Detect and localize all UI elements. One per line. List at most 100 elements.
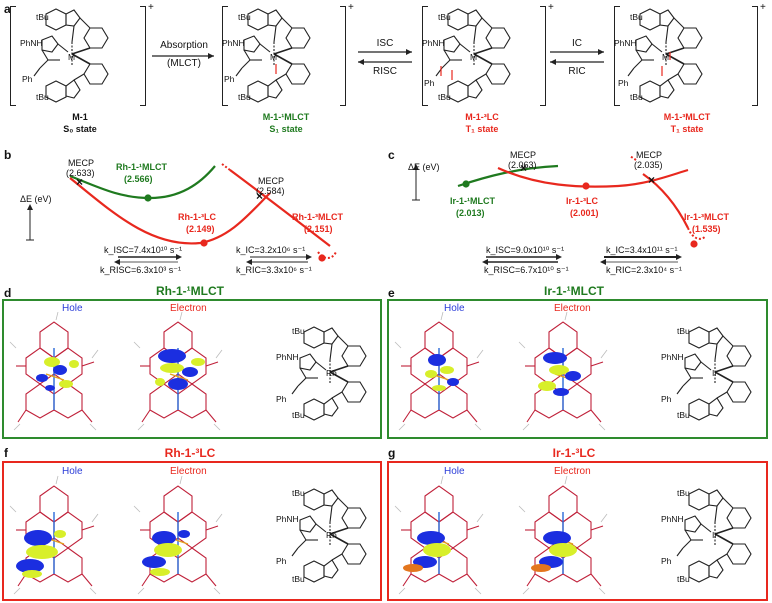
charge-plus-3: + (548, 2, 554, 13)
e-hole-lobes (425, 354, 459, 391)
b-krisc: k_RISC=6.3x10³ s⁻¹ (100, 265, 182, 275)
g-tbu-bottom: tBu (677, 574, 690, 584)
c-y-axis-label: ΔE (eV) (408, 162, 440, 172)
scheme1-metal: M (68, 52, 76, 62)
b-mecp2-label: MECP (258, 176, 285, 186)
bracket-left-1 (10, 6, 16, 106)
scheme1-ph: Ph (22, 74, 33, 84)
panel-e-box (387, 299, 768, 439)
c-mlct1-name: Ir-1-¹MLCT (450, 196, 495, 206)
ic-label: IC (572, 38, 582, 49)
f-rh: Rh (326, 530, 337, 540)
b-mecp2-value: (2.584) (256, 186, 285, 196)
svg-text:×: × (76, 175, 83, 189)
isc-label: ISC (376, 38, 394, 49)
g-electron-label: Electron (554, 466, 591, 477)
bracket-right-3 (540, 6, 546, 106)
e-orbitals (394, 312, 752, 431)
c-mlct3-name: Ir-1-³MLCT (684, 212, 729, 222)
e-ir: Ir (712, 368, 718, 378)
f-phnh: PhNH (276, 514, 299, 524)
g-orbitals (394, 475, 752, 595)
energy-diagram-c: × × (412, 155, 707, 265)
e-tbu-bottom: tBu (677, 410, 690, 420)
svg-text:×: × (648, 173, 655, 187)
f-electron-lobes (142, 530, 190, 576)
e-electron-label: Electron (554, 303, 591, 314)
c-lc3-name: Ir-1-³LC (566, 196, 598, 206)
panel-c-letter: c (388, 148, 395, 162)
panel-e-title: Ir-1-¹MLCT (544, 284, 604, 298)
c-mecp2-value: (2.035) (634, 160, 663, 170)
panel-f-box (2, 461, 382, 601)
f-hole-lobes (16, 530, 66, 578)
g-hole-label: Hole (444, 466, 465, 477)
b-y-axis-label: ΔE (eV) (20, 194, 52, 204)
panel-d-title: Rh-1-¹MLCT (156, 284, 224, 298)
b-mecp1-label: MECP (68, 158, 95, 168)
c-kic: k_IC=3.4x10¹¹ s⁻¹ (606, 245, 678, 255)
scheme-molecules (33, 8, 703, 103)
panel-e-letter: e (388, 286, 395, 300)
b-kic: k_IC=3.2x10⁶ s⁻¹ (236, 245, 306, 255)
scheme4-metal: M (662, 52, 670, 62)
lc3-state: T₁ state (465, 124, 499, 134)
e-tbu-top: tBu (677, 326, 690, 336)
m1-name: M-1 (72, 112, 88, 122)
c-mecp1-value: (2.063) (508, 160, 537, 170)
charge-plus-2: + (348, 2, 354, 13)
b-mlct1-value: (2.566) (124, 174, 153, 184)
scheme3-ph: Ph (424, 78, 435, 88)
absorption-label: Absorption (160, 40, 208, 51)
scheme4-ph: Ph (618, 78, 629, 88)
panel-g-box (387, 461, 768, 601)
scheme2-phnh: PhNH (222, 38, 245, 48)
c-mecp2-label: MECP (636, 150, 663, 160)
c-krisc: k_RISC=6.7x10¹⁰ s⁻¹ (484, 265, 569, 275)
panel-d-letter: d (4, 286, 12, 300)
b-mlct3-name: Rh-1-³MLCT (292, 212, 343, 222)
f-tbu-top: tBu (292, 488, 305, 498)
e-phnh: PhNH (661, 352, 684, 362)
bracket-right-2 (340, 6, 346, 106)
d-rh: Rh (326, 368, 337, 378)
c-mlct3-value: (1.535) (692, 224, 721, 234)
d-electron-label: Electron (170, 303, 207, 314)
m1-state: S₀ state (63, 124, 97, 134)
risc-label: RISC (373, 66, 397, 77)
scheme4-tbu-top: tBu (630, 12, 643, 22)
b-mlct1-name: Rh-1-¹MLCT (116, 162, 167, 172)
f-tbu-bottom: tBu (292, 574, 305, 584)
d-tbu-top: tBu (292, 326, 305, 336)
c-kric: k_RIC=2.3x10⁴ s⁻¹ (606, 265, 682, 275)
g-hole-lobes (403, 531, 451, 572)
f-orbitals (9, 475, 367, 595)
d-hole-label: Hole (62, 303, 83, 314)
mlct3-state: T₁ state (670, 124, 704, 134)
bracket-left-2 (222, 6, 228, 106)
f-electron-label: Electron (170, 466, 207, 477)
b-lc3-name: Rh-1-³LC (178, 212, 216, 222)
c-lc3-value: (2.001) (570, 208, 599, 218)
charge-plus-4: + (760, 2, 766, 13)
charge-plus-1: + (148, 2, 154, 13)
e-hole-label: Hole (444, 303, 465, 314)
scheme3-metal: M (470, 52, 478, 62)
f-hole-label: Hole (62, 466, 83, 477)
b-mecp1-value: (2.633) (66, 168, 95, 178)
panel-f-title: Rh-1-³LC (164, 446, 216, 460)
scheme2-tbu-top: tBu (238, 12, 251, 22)
scheme2-tbu-bottom: tBu (238, 92, 251, 102)
b-lc3-value: (2.149) (186, 224, 215, 234)
d-ph: Ph (276, 394, 287, 404)
bracket-right-1 (140, 6, 146, 106)
panel-a-letter: a (4, 2, 11, 16)
c-mlct1-value: (2.013) (456, 208, 485, 218)
panel-g-title: Ir-1-³LC (552, 446, 596, 460)
g-phnh: PhNH (661, 514, 684, 524)
g-ir: Ir (712, 530, 718, 540)
mlct3-name: M-1-³MLCT (663, 112, 711, 122)
scheme3-tbu-bottom: tBu (438, 92, 451, 102)
b-kisc: k_ISC=7.4x10¹⁰ s⁻¹ (104, 245, 183, 255)
scheme3-tbu-top: tBu (438, 12, 451, 22)
